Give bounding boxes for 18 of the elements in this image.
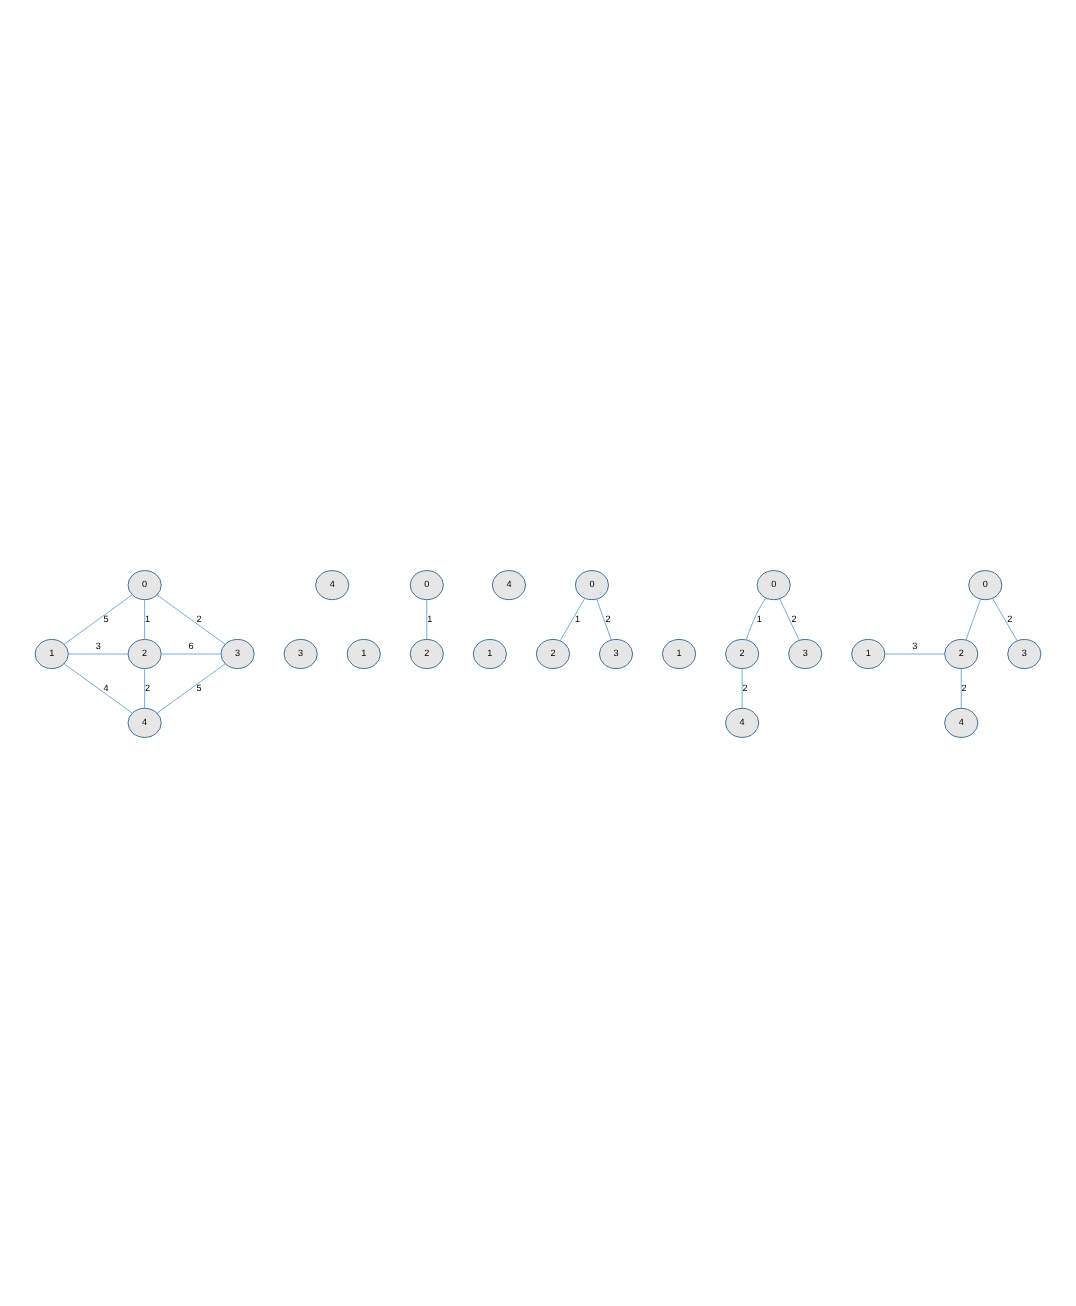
connector (779, 597, 800, 640)
connector (596, 597, 612, 640)
connector (884, 652, 945, 654)
connector (63, 662, 133, 713)
connector (992, 596, 1018, 641)
connector (426, 598, 428, 639)
connector (965, 597, 981, 640)
connector (67, 652, 129, 654)
connector (745, 596, 767, 640)
connector (559, 596, 586, 641)
connector (156, 662, 226, 713)
connector (741, 667, 743, 708)
connector (960, 667, 962, 708)
connector (156, 593, 226, 644)
connector (144, 667, 146, 708)
connector (144, 598, 146, 639)
connector (160, 652, 222, 654)
connector (63, 593, 133, 644)
